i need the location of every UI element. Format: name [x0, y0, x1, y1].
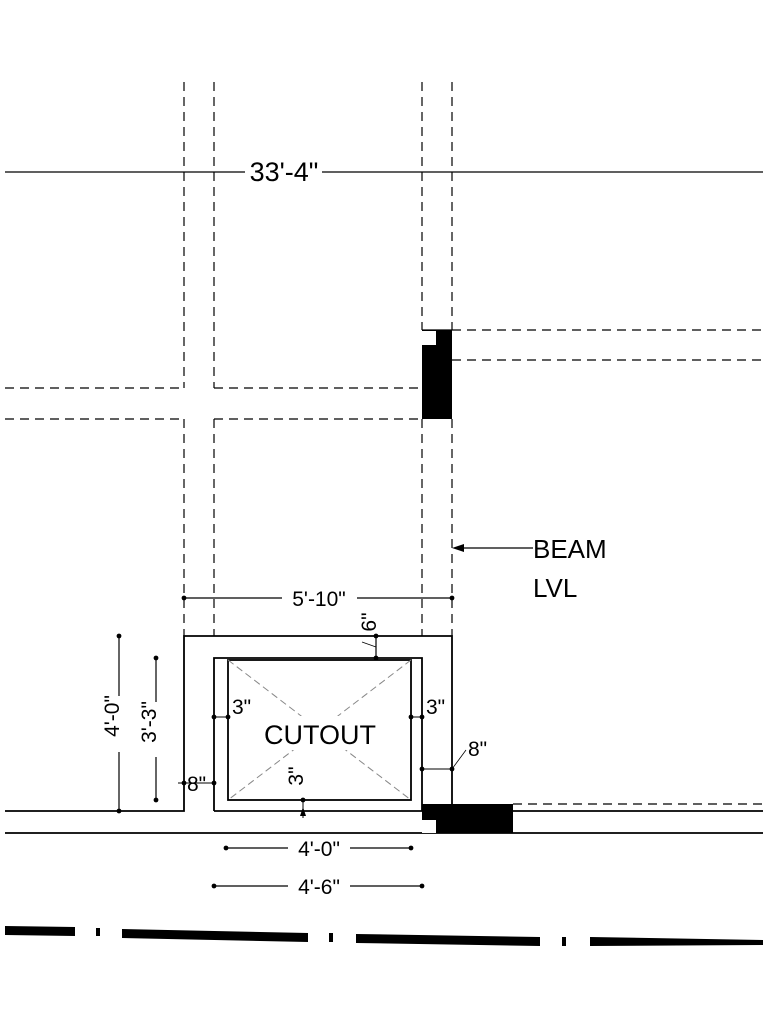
top-offset-text: 6" — [358, 612, 381, 631]
beam-block-top — [422, 329, 452, 419]
left-offset-dimension: 3" — [211, 696, 251, 720]
overall-dimension: 33'-4" — [5, 157, 763, 187]
cutout-width-dimension: 4'-0" — [223, 838, 414, 861]
top-offset-dimension: 6" — [358, 612, 381, 661]
opening-frame — [5, 635, 763, 834]
left-offset-text: 3" — [232, 696, 251, 719]
cutout-width-text: 4'-0" — [298, 838, 340, 861]
height-outer-dimension: 4'-0" — [101, 633, 124, 814]
wall-right-dimension: 8" — [419, 738, 487, 772]
bottom-offset-dimension: 3" — [285, 766, 308, 818]
wall-left-dimension: 8" — [178, 773, 217, 796]
height-outer-text: 4'-0" — [101, 695, 124, 737]
beam-callout: BEAM LVL — [452, 534, 607, 603]
bottom-offset-text: 3" — [285, 766, 308, 785]
dashed-joists — [5, 82, 763, 805]
opening-width-text: 5'-10" — [292, 588, 346, 611]
overall-dimension-text: 33'-4" — [250, 157, 319, 187]
height-inner-text: 3'-3" — [138, 701, 161, 743]
beam-label-line2: LVL — [533, 573, 577, 603]
beam-label-line1: BEAM — [533, 534, 607, 564]
right-offset-dimension: 3" — [408, 696, 445, 720]
frame-width-text: 4'-6" — [298, 876, 340, 899]
bottom-centerline — [5, 926, 763, 946]
wall-left-text: 8" — [187, 773, 206, 796]
beam-block-bottom — [422, 804, 513, 833]
frame-width-dimension: 4'-6" — [211, 876, 425, 899]
wall-right-text: 8" — [468, 738, 487, 761]
cutout: CUTOUT — [227, 659, 412, 801]
height-inner-dimension: 3'-3" — [138, 655, 161, 803]
opening-width-dimension: 5'-10" — [181, 588, 455, 611]
right-offset-text: 3" — [426, 696, 445, 719]
cutout-label: CUTOUT — [264, 720, 376, 750]
